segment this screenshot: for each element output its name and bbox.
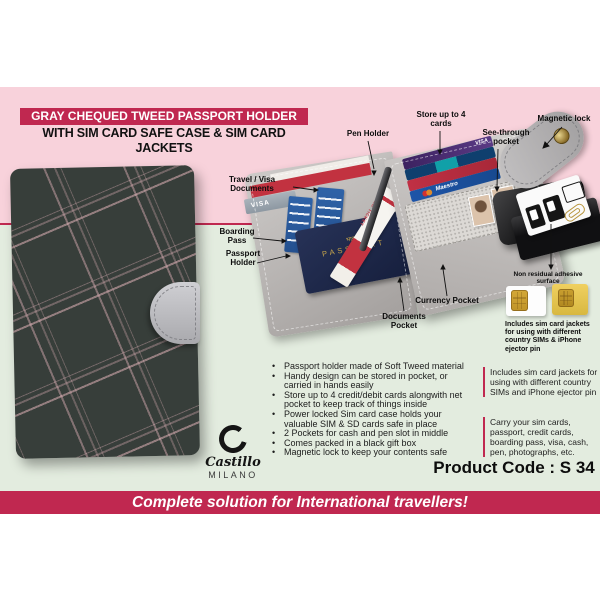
callout-sim-jackets-note: Includes sim card jackets for using with…	[505, 321, 590, 353]
callout-store-cards: Store up to 4 cards	[416, 110, 466, 128]
side-note-sim-jackets: Includes sim card jackets for using with…	[483, 367, 600, 397]
callout-travel-visa-documents: Travel / Visa Documents	[228, 175, 276, 193]
product-code: Product Code : S 34	[433, 458, 595, 477]
maestro-circle-orange-icon	[425, 188, 433, 196]
callout-pen-holder: Pen Holder	[346, 129, 390, 138]
feature-item: Magnetic lock to keep your contents safe	[268, 448, 476, 458]
page-title: GRAY CHEQUED TWEED PASSPORT HOLDER	[20, 108, 308, 125]
callout-adhesive-surface: Non residual adhesive surface	[513, 271, 583, 285]
feature-item: Handy design can be stored in pocket, or…	[268, 371, 476, 391]
sim-jacket-gold-image	[552, 284, 588, 315]
feature-item: Store up to 4 credit/debit cards alongwi…	[268, 390, 476, 410]
brand-logo: Castillo MILANO	[202, 421, 264, 480]
tweed-holder-strap	[150, 282, 200, 344]
callout-currency-pocket: Currency Pocket	[415, 296, 479, 305]
page-subtitle: WITH SIM CARD SAFE CASE & SIM CARD JACKE…	[42, 126, 286, 155]
bottom-banner: Complete solution for International trav…	[0, 491, 600, 514]
feature-list: Passport holder made of Soft Tweed mater…	[268, 361, 476, 458]
callout-boarding-pass: Boarding Pass	[219, 227, 255, 245]
sim-slot	[525, 203, 547, 230]
sim-slot-outline	[561, 180, 586, 204]
feature-item: Comes packed in a black gift box	[268, 438, 476, 449]
brand-city: MILANO	[208, 470, 258, 480]
passport-photo	[467, 193, 496, 228]
brand-name: Castillo	[205, 455, 261, 470]
magnetic-snap-button-icon	[550, 124, 573, 148]
brand-ring-icon	[215, 421, 251, 457]
feature-item: Passport holder made of Soft Tweed mater…	[268, 361, 476, 372]
sim-slot	[542, 194, 566, 223]
callout-documents-pocket: Documents Pocket	[382, 312, 426, 330]
feature-item: Power locked Sim card case holds your va…	[268, 409, 476, 429]
callout-magnetic-lock: Magnetic lock	[537, 114, 591, 123]
sim-jacket-white-image	[506, 286, 546, 316]
callout-passport-holder: Passport Holder	[225, 249, 261, 267]
sim-chip-icon	[511, 290, 528, 311]
callout-see-through-pocket: See-through pocket	[482, 128, 530, 146]
sim-chip-icon	[558, 289, 574, 307]
feature-item: 2 Pockets for cash and pen slot in middl…	[268, 429, 476, 439]
side-note-carry-items: Carry your sim cards, passport, credit c…	[483, 417, 600, 457]
